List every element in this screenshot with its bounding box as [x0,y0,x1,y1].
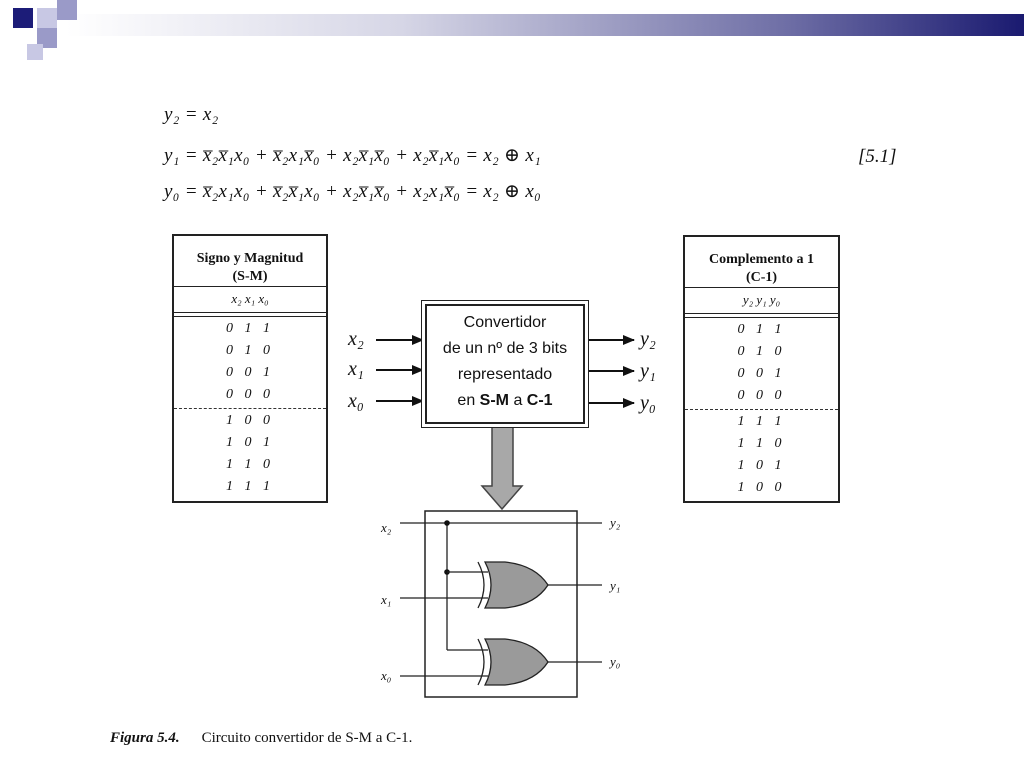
converter-line-4: en S-M a C-1 [457,392,553,409]
divider [174,316,326,317]
equation-y1: y₁ = x̅₂x̅₁x₀ + x̅₂x₁x̅₀ + x₂x̅₁x̅₀ + x₂… [164,145,542,166]
down-arrow [480,425,524,511]
table-row: 0 1 0 [737,344,786,359]
table-row: 0 0 0 [226,387,274,402]
table-subtitle: (S-M) [232,269,268,284]
table-title: Complemento a 1 [709,252,814,267]
table-title: Signo y Magnitud [196,251,304,266]
divider [174,286,326,287]
divider [685,317,838,318]
output-label-y2: y₂ [640,328,656,350]
logo-square-light [57,0,77,20]
circuit-output-y1: y₁ [610,578,621,593]
equation-number: [5.1] [858,146,897,167]
figure-caption: Figura 5.4. Circuito convertidor de S-M a… [110,730,412,747]
table-row: 1 1 0 [226,457,274,472]
table-row: 0 0 0 [737,388,786,403]
converter-line-2: de un nº de 3 bits [442,340,568,357]
table-row: 1 0 1 [737,458,786,473]
header-gradient-bar [66,14,1024,36]
table-sign-magnitude: Signo y Magnitud (S-M) x₂ x₁ x₀ 0 1 1 0 … [172,234,328,503]
dashed-divider [685,409,838,410]
caption-label: Figura 5.4. [110,730,180,746]
circuit-output-y0: y₀ [610,654,621,669]
table-row: 1 0 1 [226,435,274,450]
output-label-y1: y₁ [640,360,656,382]
table-row: 0 0 1 [226,365,274,380]
converter-box: Convertidor de un nº de 3 bits represent… [425,304,585,424]
equation-y0: y₀ = x̅₂x₁x₀ + x̅₂x̅₁x₀ + x₂x̅₁x̅₀ + x₂x… [164,181,542,202]
input-label-x2: x₂ [348,328,364,350]
table-row: 0 1 1 [737,322,786,337]
table-row: 1 1 1 [226,479,274,494]
table-row: 0 1 0 [226,343,274,358]
logo-square-dark [13,8,33,28]
table-row: 1 1 0 [737,436,786,451]
circuit-input-x0: x₀ [381,668,392,683]
circuit-output-y2: y₂ [610,515,621,530]
table-row: 0 1 1 [226,321,274,336]
output-label-y0: y₀ [640,392,656,414]
divider [685,287,838,288]
xor-gate-1 [477,561,549,609]
table-columns: x₂ x₁ x₀ [231,291,269,306]
table-row: 1 1 1 [737,414,786,429]
divider [685,313,838,314]
divider [174,312,326,313]
caption-text: Circuito convertidor de S-M a C-1. [201,730,413,746]
dashed-divider [174,408,326,409]
logo-square-light [37,8,57,28]
table-row: 1 0 0 [226,413,274,428]
logo-square-light [27,44,43,60]
circuit-input-x1: x₁ [381,592,392,607]
circuit-input-x2: x₂ [381,520,392,535]
input-label-x1: x₁ [348,358,364,380]
table-row: 1 0 0 [737,480,786,495]
input-label-x0: x₀ [348,390,364,412]
logo-square-light [37,28,57,48]
converter-line-3: representado [457,366,553,383]
table-ones-complement: Complemento a 1 (C-1) y₂ y₁ y₀ 0 1 1 0 1… [683,235,840,503]
converter-line-1: Convertidor [463,314,547,331]
table-row: 0 0 1 [737,366,786,381]
xor-gate-2 [477,638,549,686]
table-subtitle: (C-1) [745,270,778,285]
equation-y2: y₂ = x₂ [164,104,219,125]
table-columns: y₂ y₁ y₀ [742,292,781,307]
junction-dot [444,520,450,526]
